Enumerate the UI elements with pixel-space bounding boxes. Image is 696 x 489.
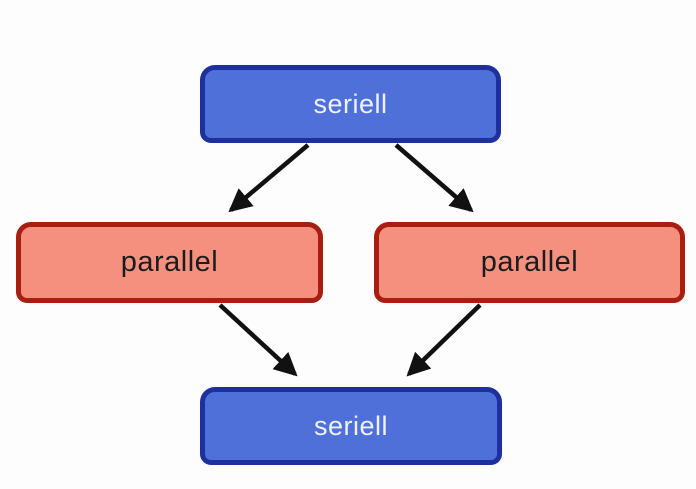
arrow-seriell-top-to-parallel-right — [394, 143, 474, 213]
node-parallel-left: parallel — [16, 222, 323, 303]
node-label: seriell — [313, 88, 388, 119]
node-seriell-top: seriell — [200, 65, 501, 143]
node-seriell-bottom: seriell — [200, 387, 502, 465]
node-label: parallel — [480, 246, 579, 278]
arrow-parallel-right-to-seriell-bottom — [406, 303, 482, 377]
arrow-seriell-top-to-parallel-left — [228, 143, 310, 213]
node-label: seriell — [313, 410, 389, 441]
node-parallel-right: parallel — [374, 222, 685, 303]
arrow-parallel-left-to-seriell-bottom — [218, 303, 298, 377]
node-label: parallel — [120, 246, 219, 278]
